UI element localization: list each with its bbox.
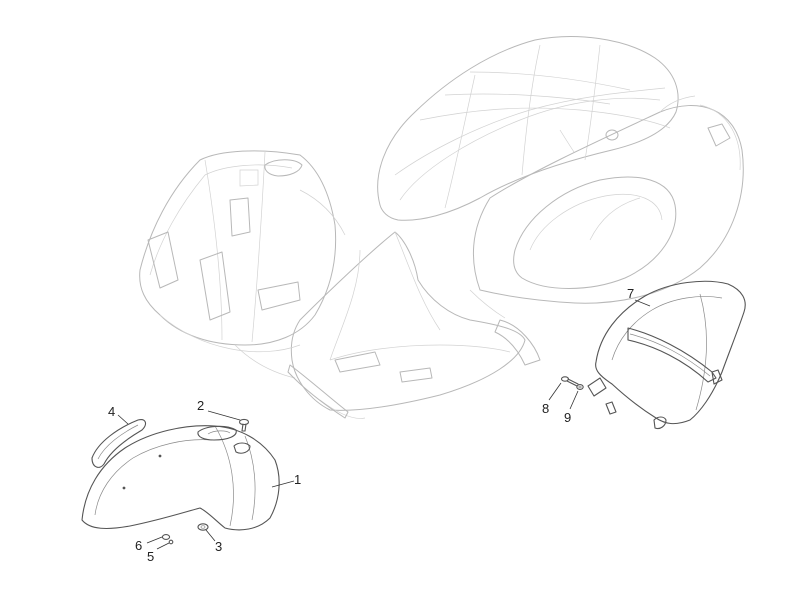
leader-2 (207, 410, 241, 421)
front-mudguard (81, 425, 280, 531)
callout-9: 9 (564, 410, 571, 425)
leader-4 (117, 414, 129, 425)
callout-1: 1 (294, 472, 301, 487)
bolt (560, 376, 579, 387)
leader-8 (548, 382, 562, 401)
nut (197, 523, 209, 531)
small-screw (168, 539, 174, 545)
screw (238, 418, 250, 432)
leader-1 (271, 480, 295, 488)
callout-6: 6 (135, 538, 142, 553)
rear-mudguard (587, 280, 746, 430)
leader-6 (146, 536, 163, 544)
callout-4: 4 (108, 404, 115, 419)
mudguard-trim (91, 419, 147, 468)
washer (161, 534, 171, 540)
leader-7 (634, 299, 651, 307)
leader-lines (117, 299, 651, 550)
callout-8: 8 (542, 401, 549, 416)
callout-5: 5 (147, 549, 154, 564)
callout-3: 3 (215, 539, 222, 554)
callout-7: 7 (627, 286, 634, 301)
scooter-body-ghost (139, 36, 744, 419)
leader-9 (569, 390, 579, 410)
leader-5 (156, 542, 170, 550)
rear-washer (576, 384, 584, 390)
callout-2: 2 (197, 398, 204, 413)
leader-3 (205, 529, 216, 542)
callout-labels: 1 2 3 4 5 6 7 8 9 (108, 286, 634, 564)
